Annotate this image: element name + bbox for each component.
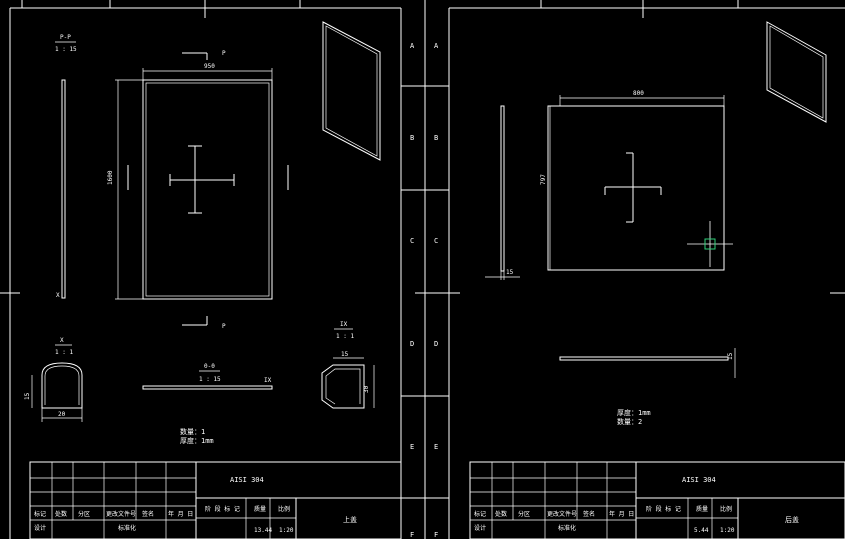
tb-left-mass: 13.44 — [254, 527, 272, 534]
side-view-back-cover[interactable]: 15 — [485, 105, 520, 280]
tb-right-part-name: 后盖 — [785, 515, 799, 524]
zone-letter-f: F — [410, 531, 414, 539]
detail-ix-profile — [321, 364, 365, 409]
tb-left-hdr-sign: 签名 — [142, 510, 154, 518]
section-pp-label: P-P — [60, 34, 71, 41]
section-view-pp[interactable]: P-P 1 : 15 X — [55, 34, 77, 299]
zone-letters-right: A B C D E F — [434, 42, 439, 539]
tb-left-hdr-count: 处数 — [55, 510, 67, 518]
zone-letters-left: A B C D E F — [410, 42, 415, 539]
iso-panel-inner — [325, 25, 378, 157]
tb-left-hdr-docno: 更改文件号 — [106, 510, 136, 518]
tb-left-design: 设计 — [34, 524, 46, 532]
section-pp-scale: 1 : 15 — [55, 46, 77, 53]
tb-right-hdr-mark: 标记 — [474, 510, 486, 518]
note-quantity: 数量：1 — [180, 427, 205, 436]
zone-letter-c: C — [410, 237, 414, 245]
zone-letter-d: D — [434, 340, 438, 348]
zone-letter-a: A — [410, 42, 415, 50]
notes-left: 数量：1 厚度：1mm — [180, 427, 214, 445]
tb-right-hdr-sign: 签名 — [583, 510, 595, 518]
tb-right-material: AISI 304 — [682, 476, 716, 484]
detail-ix-callout: IX — [264, 377, 272, 384]
detail-ix-label: IX — [340, 321, 348, 328]
dim-height-1600: 1600 — [107, 170, 114, 185]
tb-right-hdr-zone: 分区 — [518, 510, 530, 518]
dim-edge-15: 15 — [506, 269, 514, 276]
tb-left-hdr-date: 年 月 日 — [168, 510, 193, 518]
section-back-profile — [559, 356, 729, 361]
notes-right: 厚度：1mm 数量：2 — [617, 408, 651, 426]
isometric-view-top-cover[interactable] — [322, 21, 381, 161]
inner-panel — [145, 82, 270, 297]
tb-left-stage-header: 阶 段 标 记 — [205, 505, 240, 513]
front-view-back-cover[interactable]: 800 797 — [540, 90, 725, 271]
detail-ix-dim-width: 15 — [341, 351, 349, 358]
title-block-left[interactable]: AISI 304 阶 段 标 记 质量 比例 13.44 1:20 上盖 标记 … — [29, 461, 402, 539]
detail-ix-scale: 1 : 1 — [336, 333, 354, 340]
detail-x-profile — [41, 362, 83, 409]
zone-letter-a: A — [434, 42, 439, 50]
detail-x-dim-height: 15 — [24, 392, 31, 400]
zone-letter-b: B — [410, 134, 414, 142]
tb-left-material: AISI 304 — [230, 476, 264, 484]
iso-back-outer — [766, 21, 827, 123]
section-mark-top: P — [222, 50, 226, 57]
detail-ix-dim-height: 30 — [363, 385, 370, 393]
pp-profile — [61, 79, 66, 299]
tb-right-mass-header: 质量 — [696, 505, 708, 513]
tb-left-mass-header: 质量 — [254, 505, 266, 513]
detail-x-dim-width: 20 — [58, 411, 66, 418]
dim-width-950: 950 — [204, 63, 215, 70]
note-thickness: 厚度：1mm — [617, 408, 651, 417]
tb-right-scale-header: 比例 — [720, 505, 732, 513]
section-view-00[interactable]: 0-0 1 : 15 IX — [142, 363, 273, 390]
dim-height-797: 797 — [540, 174, 547, 185]
zone-letter-e: E — [410, 443, 414, 451]
detail-view-ix[interactable]: IX 1 : 1 15 30 — [321, 321, 375, 409]
dim-flat-15: 15 — [727, 352, 734, 360]
side-profile — [500, 105, 505, 272]
note-quantity: 数量：2 — [617, 417, 642, 426]
note-thickness: 厚度：1mm — [180, 436, 214, 445]
tb-left-standard: 标准化 — [118, 524, 136, 532]
tb-left-hdr-mark: 标记 — [34, 510, 46, 518]
section-00-scale: 1 : 15 — [199, 376, 221, 383]
zone-letter-f: F — [434, 531, 438, 539]
tb-left-part-name: 上盖 — [343, 515, 357, 524]
back-panel — [547, 105, 725, 271]
tb-right-stage-header: 阶 段 标 记 — [646, 505, 681, 513]
tb-right-design: 设计 — [474, 524, 486, 532]
tb-right-hdr-docno: 更改文件号 — [547, 510, 577, 518]
detail-x-scale: 1 : 1 — [55, 349, 73, 356]
zone-letter-b: B — [434, 134, 438, 142]
cad-crosshair-cursor — [687, 221, 733, 267]
outer-panel — [142, 79, 273, 300]
detail-x-label: X — [60, 337, 64, 344]
zone-letter-c: C — [434, 237, 438, 245]
tb-left-hdr-zone: 分区 — [78, 510, 90, 518]
section-view-back-cover[interactable]: 15 — [559, 348, 736, 378]
section-00-label: 0-0 — [204, 363, 215, 370]
isometric-view-back-cover[interactable] — [766, 21, 827, 123]
iso-panel-outer — [322, 21, 381, 161]
tb-left-scale: 1:20 — [279, 527, 294, 534]
zone-letter-d: D — [410, 340, 414, 348]
tb-right-standard: 标准化 — [558, 524, 576, 532]
tb-right-hdr-count: 处数 — [495, 510, 507, 518]
section-mark-bottom: P — [222, 323, 226, 330]
zone-letter-e: E — [434, 443, 438, 451]
dim-width-800: 800 — [633, 90, 644, 97]
tb-right-hdr-date: 年 月 日 — [609, 510, 634, 518]
detail-x-callout: X — [56, 292, 60, 299]
title-block-right[interactable]: AISI 304 阶 段 标 记 质量 比例 5.44 1:20 后盖 标记 处… — [469, 461, 845, 539]
front-view-top-cover[interactable]: 950 1600 P P — [107, 50, 289, 330]
tb-right-mass: 5.44 — [694, 527, 709, 534]
tb-left-scale-header: 比例 — [278, 505, 290, 513]
detail-view-x[interactable]: X 1 : 1 20 15 — [24, 337, 83, 422]
section-00-profile — [142, 385, 273, 390]
tb-right-scale: 1:20 — [720, 527, 735, 534]
